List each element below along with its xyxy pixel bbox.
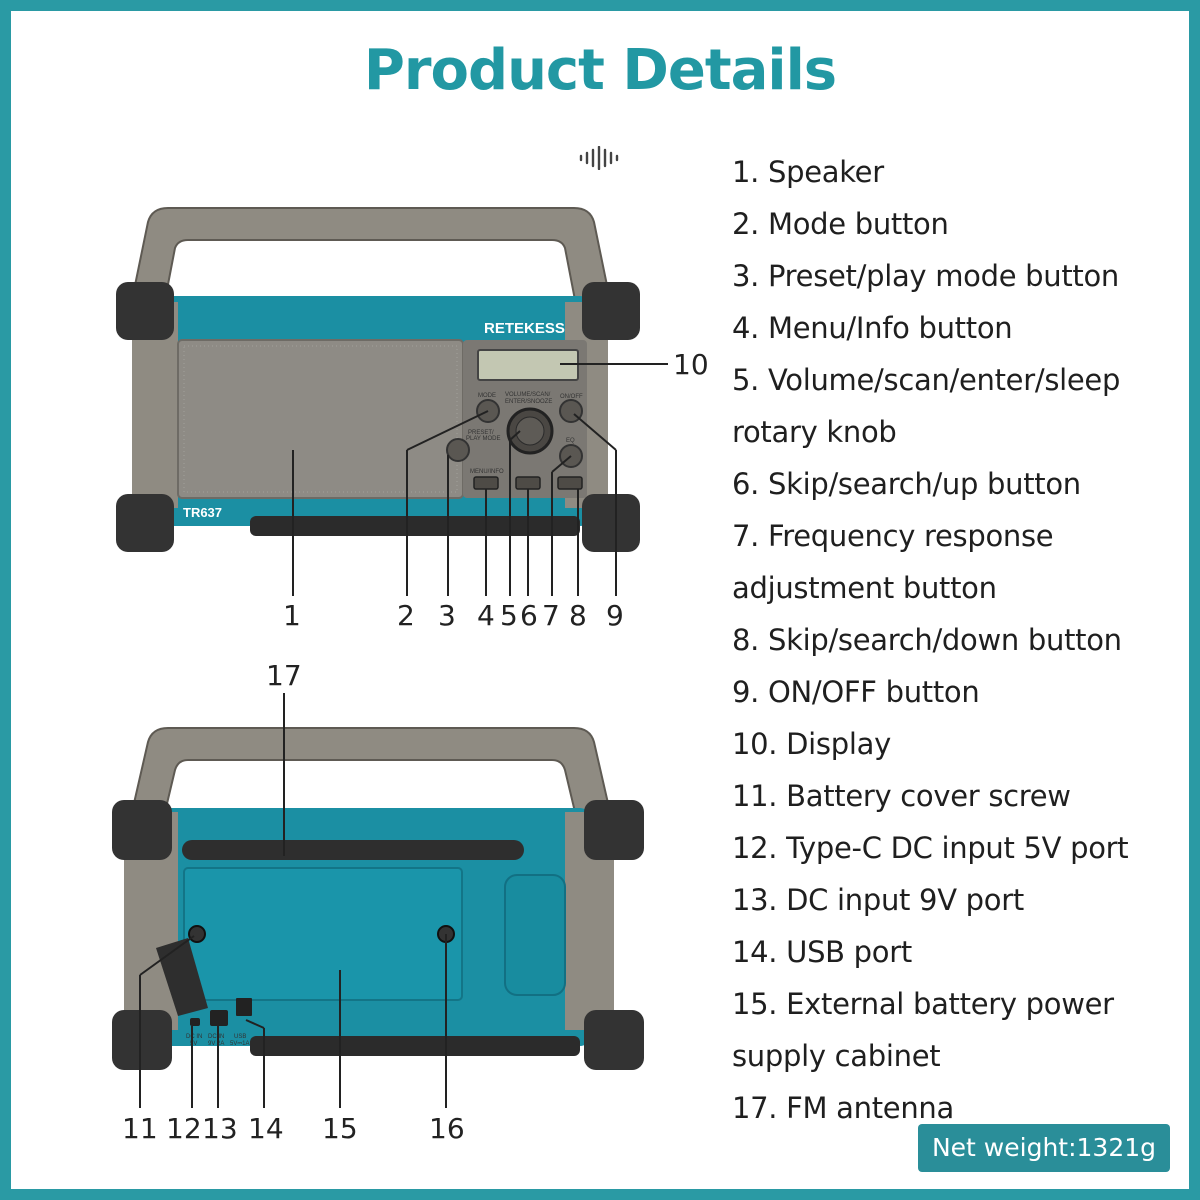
spec-item: 15. External battery power (732, 987, 1114, 1021)
bumper (112, 1010, 172, 1070)
callout-8: 8 (569, 599, 587, 632)
preset-button (446, 438, 470, 462)
callout-4: 4 (477, 599, 495, 632)
panel-label-onoff: ON/OFF (560, 394, 583, 400)
speaker-grille (177, 339, 464, 499)
callout-17: 17 (266, 659, 302, 692)
bumper (582, 494, 640, 552)
model-label: TR637 (183, 505, 222, 520)
callout-14: 14 (248, 1112, 284, 1145)
callout-1: 1 (283, 599, 301, 632)
port-label-typec-2: 5V (190, 1041, 197, 1047)
callout-6: 6 (520, 599, 538, 632)
spec-item: 11. Battery cover screw (732, 779, 1071, 813)
port-label-typec-1: DC IN (186, 1034, 202, 1040)
panel-label-menu: MENU/INFO (470, 469, 504, 475)
back-radio: DC IN 5V DC IN 9V 2A USB 5V⎓1A 17 11 12 … (112, 659, 644, 1145)
spec-item: 10. Display (732, 727, 891, 761)
callout-7: 7 (542, 599, 560, 632)
brand-logo: RETEKESS (484, 320, 565, 337)
typec-port (190, 1018, 200, 1026)
spec-item: rotary knob (732, 415, 897, 449)
spec-item: 12. Type-C DC input 5V port (732, 831, 1129, 865)
callout-16: 16 (429, 1112, 465, 1145)
net-weight-badge: Net weight:1321g (918, 1124, 1170, 1172)
screw-left (188, 925, 206, 943)
front-radio: RETEKESS TR637 MODE VOLUME/SCAN/ ENTER/S… (116, 207, 709, 632)
port-flap (156, 938, 208, 1016)
bumper (582, 282, 640, 340)
spec-item: supply cabinet (732, 1039, 941, 1073)
spec-item: 8. Skip/search/down button (732, 623, 1122, 657)
spec-item: 1. Speaker (732, 155, 884, 189)
callout-2: 2 (397, 599, 415, 632)
spec-item: 14. USB port (732, 935, 912, 969)
spec-item: 5. Volume/scan/enter/sleep (732, 363, 1121, 397)
callout-13: 13 (202, 1112, 238, 1145)
skip-up-button (515, 476, 541, 490)
panel-label-preset: PRESET/ (468, 430, 494, 436)
battery-cabinet (183, 867, 463, 1001)
spec-item: 6. Skip/search/up button (732, 467, 1081, 501)
bumper (116, 282, 174, 340)
spec-item: 13. DC input 9V port (732, 883, 1024, 917)
bumper (116, 494, 174, 552)
port-label-dc-1: DC IN (208, 1034, 224, 1040)
back-handle (130, 727, 612, 813)
spec-item: adjustment button (732, 571, 997, 605)
bumper (584, 1010, 644, 1070)
callout-9: 9 (606, 599, 624, 632)
callout-15: 15 (322, 1112, 358, 1145)
panel-label-snooze: ENTER/SNOOZE (505, 399, 552, 405)
menu-button (473, 476, 499, 490)
spec-item: 9. ON/OFF button (732, 675, 980, 709)
port-label-dc-2: 9V 2A (208, 1041, 224, 1047)
page-title: Product Details (363, 38, 837, 103)
side-recess (504, 874, 566, 996)
sound-wave-icon (579, 146, 619, 170)
spec-item: 7. Frequency response (732, 519, 1054, 553)
callout-3: 3 (438, 599, 456, 632)
panel-label-volume: VOLUME/SCAN/ (505, 392, 551, 398)
spec-list: 1. Speaker 2. Mode button 3. Preset/play… (732, 146, 1172, 1134)
panel-label-mode: MODE (478, 393, 496, 399)
callout-5: 5 (500, 599, 518, 632)
panel-label-eq: EQ (566, 438, 575, 444)
skip-down-button (557, 476, 583, 490)
panel-label-playmode: PLAY MODE (466, 436, 500, 442)
callout-12: 12 (166, 1112, 202, 1145)
spec-item: 3. Preset/play mode button (732, 259, 1120, 293)
callout-11: 11 (122, 1112, 158, 1145)
port-label-usb-2: 5V⎓1A (230, 1041, 249, 1047)
usb-port (236, 998, 252, 1016)
front-handle (130, 207, 612, 301)
bumper (584, 800, 644, 860)
fm-antenna (182, 840, 524, 860)
dc-port (210, 1010, 228, 1026)
spec-item: 2. Mode button (732, 207, 949, 241)
spec-item: 4. Menu/Info button (732, 311, 1013, 345)
product-diagram: RETEKESS TR637 MODE VOLUME/SCAN/ ENTER/S… (112, 207, 709, 1145)
bumper (112, 800, 172, 860)
port-label-usb-1: USB (234, 1034, 246, 1040)
callout-10: 10 (673, 348, 709, 381)
spec-item: 17. FM antenna (732, 1091, 954, 1125)
